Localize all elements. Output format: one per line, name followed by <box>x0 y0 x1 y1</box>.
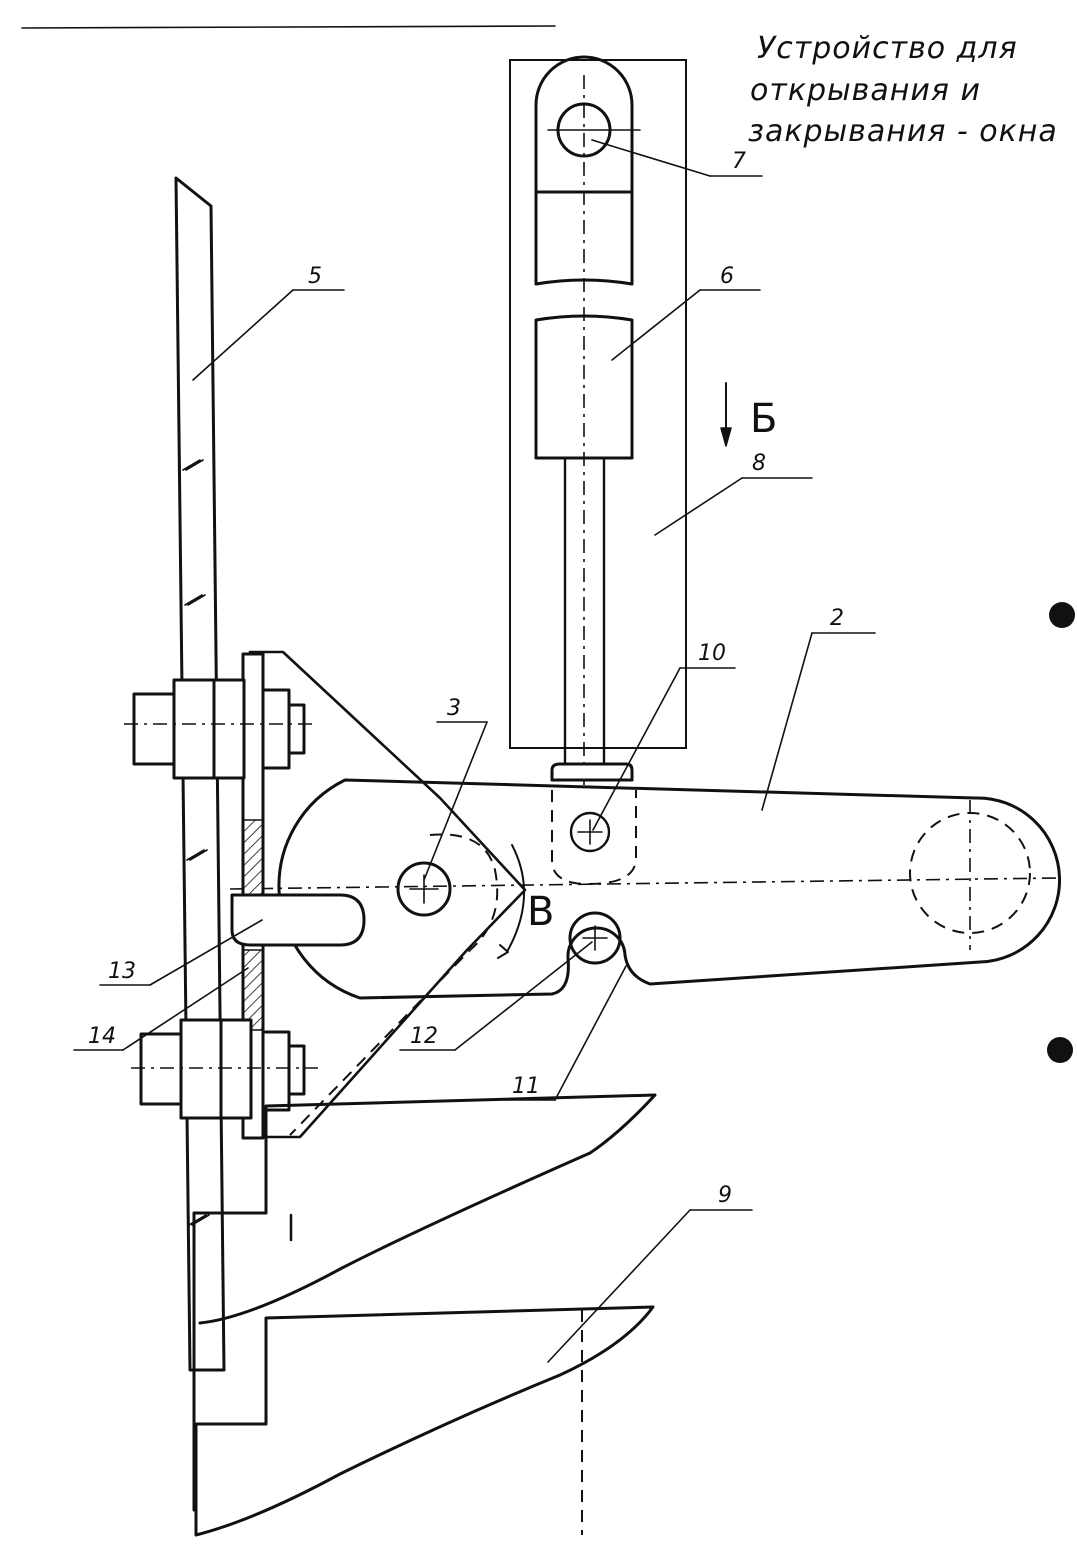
title-line-1: Устройство для <box>757 31 1018 66</box>
top-rule <box>22 26 555 28</box>
lever-part-2 <box>230 780 1060 1135</box>
punch-hole-top <box>1049 602 1075 628</box>
label-5: 5 <box>308 264 322 289</box>
label-14: 14 <box>88 1024 116 1049</box>
label-6: 6 <box>720 264 734 289</box>
label-13: 13 <box>108 959 136 984</box>
punch-hole-bottom <box>1047 1037 1073 1063</box>
label-11: 11 <box>512 1074 540 1099</box>
label-7: 7 <box>732 149 746 174</box>
gas-spring-part-6 <box>536 57 640 790</box>
frame-part-9 <box>194 1095 655 1535</box>
label-9: 9 <box>718 1183 732 1208</box>
view-v-label: В <box>527 889 554 935</box>
drawing-title: Устройство для открывания и закрывания -… <box>748 31 1058 149</box>
label-8: 8 <box>752 451 766 476</box>
label-10: 10 <box>698 641 726 666</box>
title-line-2: открывания и <box>750 73 981 108</box>
label-2: 2 <box>830 606 844 631</box>
roller-part-12 <box>570 913 620 963</box>
view-b-label: Б <box>750 396 777 442</box>
label-3: 3 <box>447 696 461 721</box>
label-12: 12 <box>410 1024 438 1049</box>
title-line-3: закрывания - окна <box>748 114 1058 149</box>
